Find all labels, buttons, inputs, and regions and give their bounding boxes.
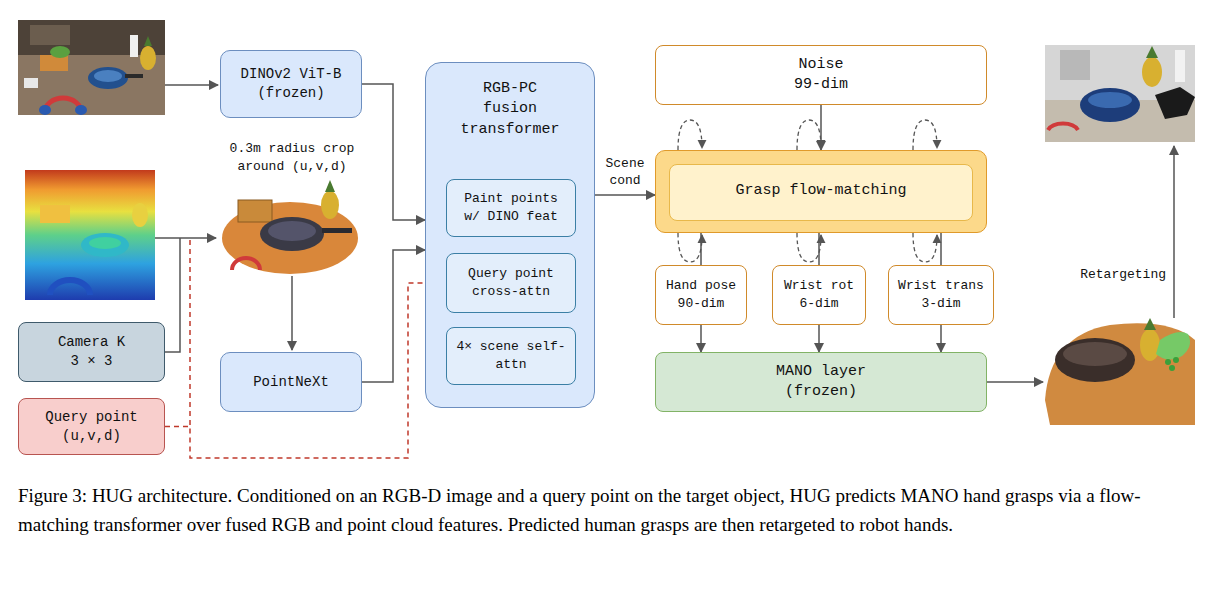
output-box: Wrist rot 6-dim [772, 265, 866, 325]
flow-connector [940, 325, 942, 352]
mano-box: MANO layer (frozen) [655, 352, 987, 412]
annotation-label: Retargeting [1060, 266, 1166, 284]
flow-connector [700, 325, 702, 352]
flow-connector [362, 250, 425, 382]
cropped-point-cloud [222, 180, 358, 274]
node-label: 4× scene self-attn [456, 338, 566, 373]
node-label: Wrist trans 3-dim [894, 277, 988, 312]
figure-caption: Figure 3: HUG architecture. Conditioned … [18, 482, 1208, 539]
flow-connector [362, 84, 425, 220]
input-box: Camera K 3 × 3 [18, 322, 165, 382]
output-box: Wrist trans 3-dim [888, 265, 994, 325]
encoder-box: PointNeXt [220, 352, 362, 412]
node-label: Query point (u,v,d) [42, 408, 142, 446]
flow-connector [595, 194, 655, 196]
robot-grasp-photo [1045, 45, 1195, 142]
node-label: Hand pose 90-dim [661, 277, 741, 312]
layer-box: Paint points w/ DINO feat [446, 179, 576, 237]
flow-connector [818, 325, 820, 352]
input-box: Query point (u,v,d) [18, 398, 165, 455]
node-label: Wrist rot 6-dim [778, 277, 860, 312]
node-label: MANO layer (frozen) [771, 362, 871, 403]
node-label: Noise 99-dim [786, 55, 856, 96]
node-label: RGB-PC fusion transformer [458, 79, 563, 140]
noise-box: Noise 99-dim [655, 45, 987, 105]
depth-image [25, 170, 155, 300]
predicted-grasp-scene [1045, 318, 1195, 425]
annotation-label: 0.3m radius crop around (u,v,d) [212, 140, 372, 175]
flow-connector [940, 233, 942, 265]
node-label: Paint points w/ DINO feat [456, 190, 566, 225]
node-label: Grasp flow-matching [735, 181, 906, 201]
node-label: DINOv2 ViT-B (frozen) [236, 65, 346, 103]
flow-connector [820, 105, 822, 150]
layer-box: 4× scene self-attn [446, 327, 576, 385]
rgb-photo [18, 20, 165, 115]
node-label: Camera K 3 × 3 [52, 333, 132, 371]
layout-wires [155, 85, 1174, 382]
query-dashed-lead [189, 240, 191, 426]
encoder-box: DINOv2 ViT-B (frozen) [220, 50, 362, 118]
query-connector [165, 283, 446, 458]
output-box: Hand pose 90-dim [655, 265, 747, 325]
flow-connector [700, 233, 702, 265]
node-label: PointNeXt [253, 373, 329, 392]
transformer-group: RGB-PC fusion transformerPaint points w/… [425, 62, 595, 408]
node-label: Query point cross-attn [456, 265, 566, 300]
flow-matching-box: Grasp flow-matching [655, 150, 987, 233]
flow-connector [818, 233, 820, 265]
edge-label: Scene cond [599, 155, 651, 190]
layer-box: Query point cross-attn [446, 253, 576, 313]
